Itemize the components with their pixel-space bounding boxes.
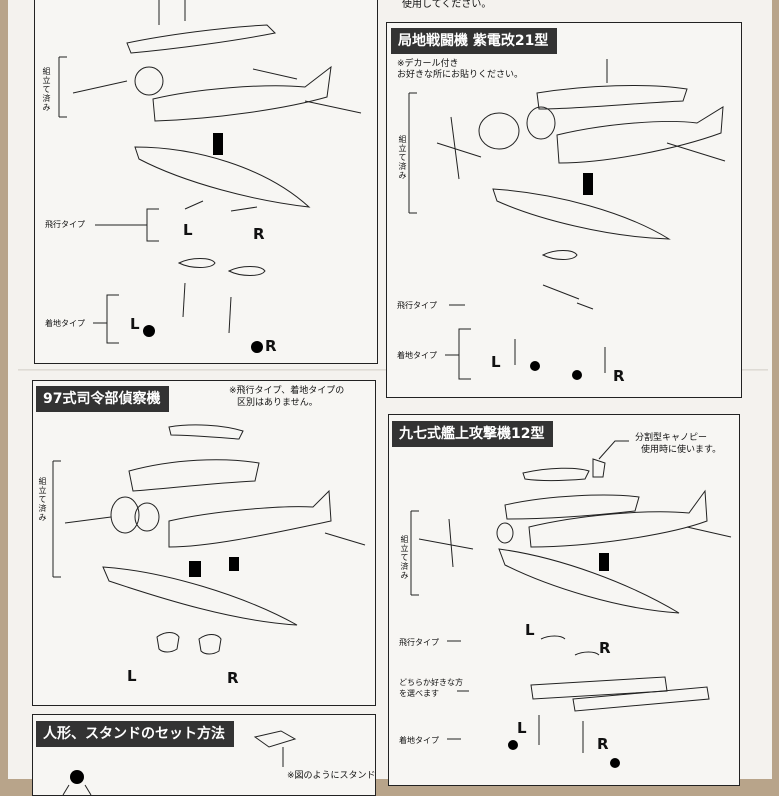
stand-drawing (62, 730, 297, 795)
landing-left-marker: L (517, 719, 527, 737)
assembled-label: 組立て済み (38, 477, 47, 522)
stand-note: ※図のようにスタンド (287, 771, 376, 781)
flight-left-marker: L (525, 621, 535, 639)
decal-note-2: お好きな所にお貼りください。 (397, 70, 524, 80)
left-marker: L (127, 667, 137, 685)
flight-type-label: 飛行タイプ (45, 220, 85, 229)
exploded-aircraft-drawing (52, 424, 366, 655)
landing-type-label: 着地タイプ (397, 351, 437, 360)
landing-right-marker: R (597, 735, 609, 753)
landing-left-marker: L (130, 315, 140, 333)
assembled-label: 組立て済み (398, 135, 407, 180)
decal-note-1: ※デカール付き (397, 59, 459, 69)
panel-title: 局地戦闘機 紫電改21型 (391, 28, 558, 54)
exploded-aircraft-drawing (410, 440, 732, 768)
recon-note-2: 区別はありません。 (237, 398, 318, 408)
landing-type-label: 着地タイプ (45, 319, 85, 328)
landing-left-marker: L (491, 353, 501, 371)
landing-right-marker: R (613, 367, 625, 385)
assembled-label: 組立て済み (400, 535, 409, 580)
panel-type97-recon: 97式司令部偵察機 ※飛行タイプ、着地タイプの 区別はありません。 組立て済み … (32, 380, 376, 706)
exploded-aircraft-drawing (58, 0, 362, 353)
choose-label-2: を選べます (399, 689, 439, 698)
landing-type-label: 着地タイプ (399, 736, 439, 745)
flight-type-label: 飛行タイプ (397, 301, 437, 310)
flight-type-label: 飛行タイプ (399, 638, 439, 647)
canopy-note-2: 使用時に使います。 (641, 445, 722, 455)
panel-type97-attack: 九七式艦上攻撃機12型 分割型キャノピー 使用時に使います。 組立て済み 飛行タ… (388, 414, 740, 786)
top-right-note: 使用してください。 (402, 0, 492, 10)
panel-top-left: 組立て済み 飛行タイプ 着地タイプ L R L R (34, 0, 378, 364)
exploded-aircraft-drawing (408, 59, 726, 380)
assembled-label: 組立て済み (42, 67, 51, 112)
landing-right-marker: R (265, 337, 277, 355)
canopy-note-1: 分割型キャノピー (635, 433, 708, 443)
panel-shiden-kai: 局地戦闘機 紫電改21型 ※デカール付き お好きな所にお貼りください。 組立て済… (386, 22, 742, 398)
flight-right-marker: R (253, 225, 265, 243)
right-marker: R (227, 669, 239, 687)
flight-right-marker: R (599, 639, 611, 657)
flight-left-marker: L (183, 221, 193, 239)
recon-note-1: ※飛行タイプ、着地タイプの (229, 386, 345, 396)
panel-title: 97式司令部偵察機 (36, 386, 170, 412)
choose-label-1: どちらか好きな方 (399, 678, 463, 687)
panel-figure-stand: 人形、スタンドのセット方法 ※図のようにスタンド (32, 714, 376, 796)
panel-title: 人形、スタンドのセット方法 (36, 721, 234, 747)
panel-title: 九七式艦上攻撃機12型 (392, 421, 554, 447)
